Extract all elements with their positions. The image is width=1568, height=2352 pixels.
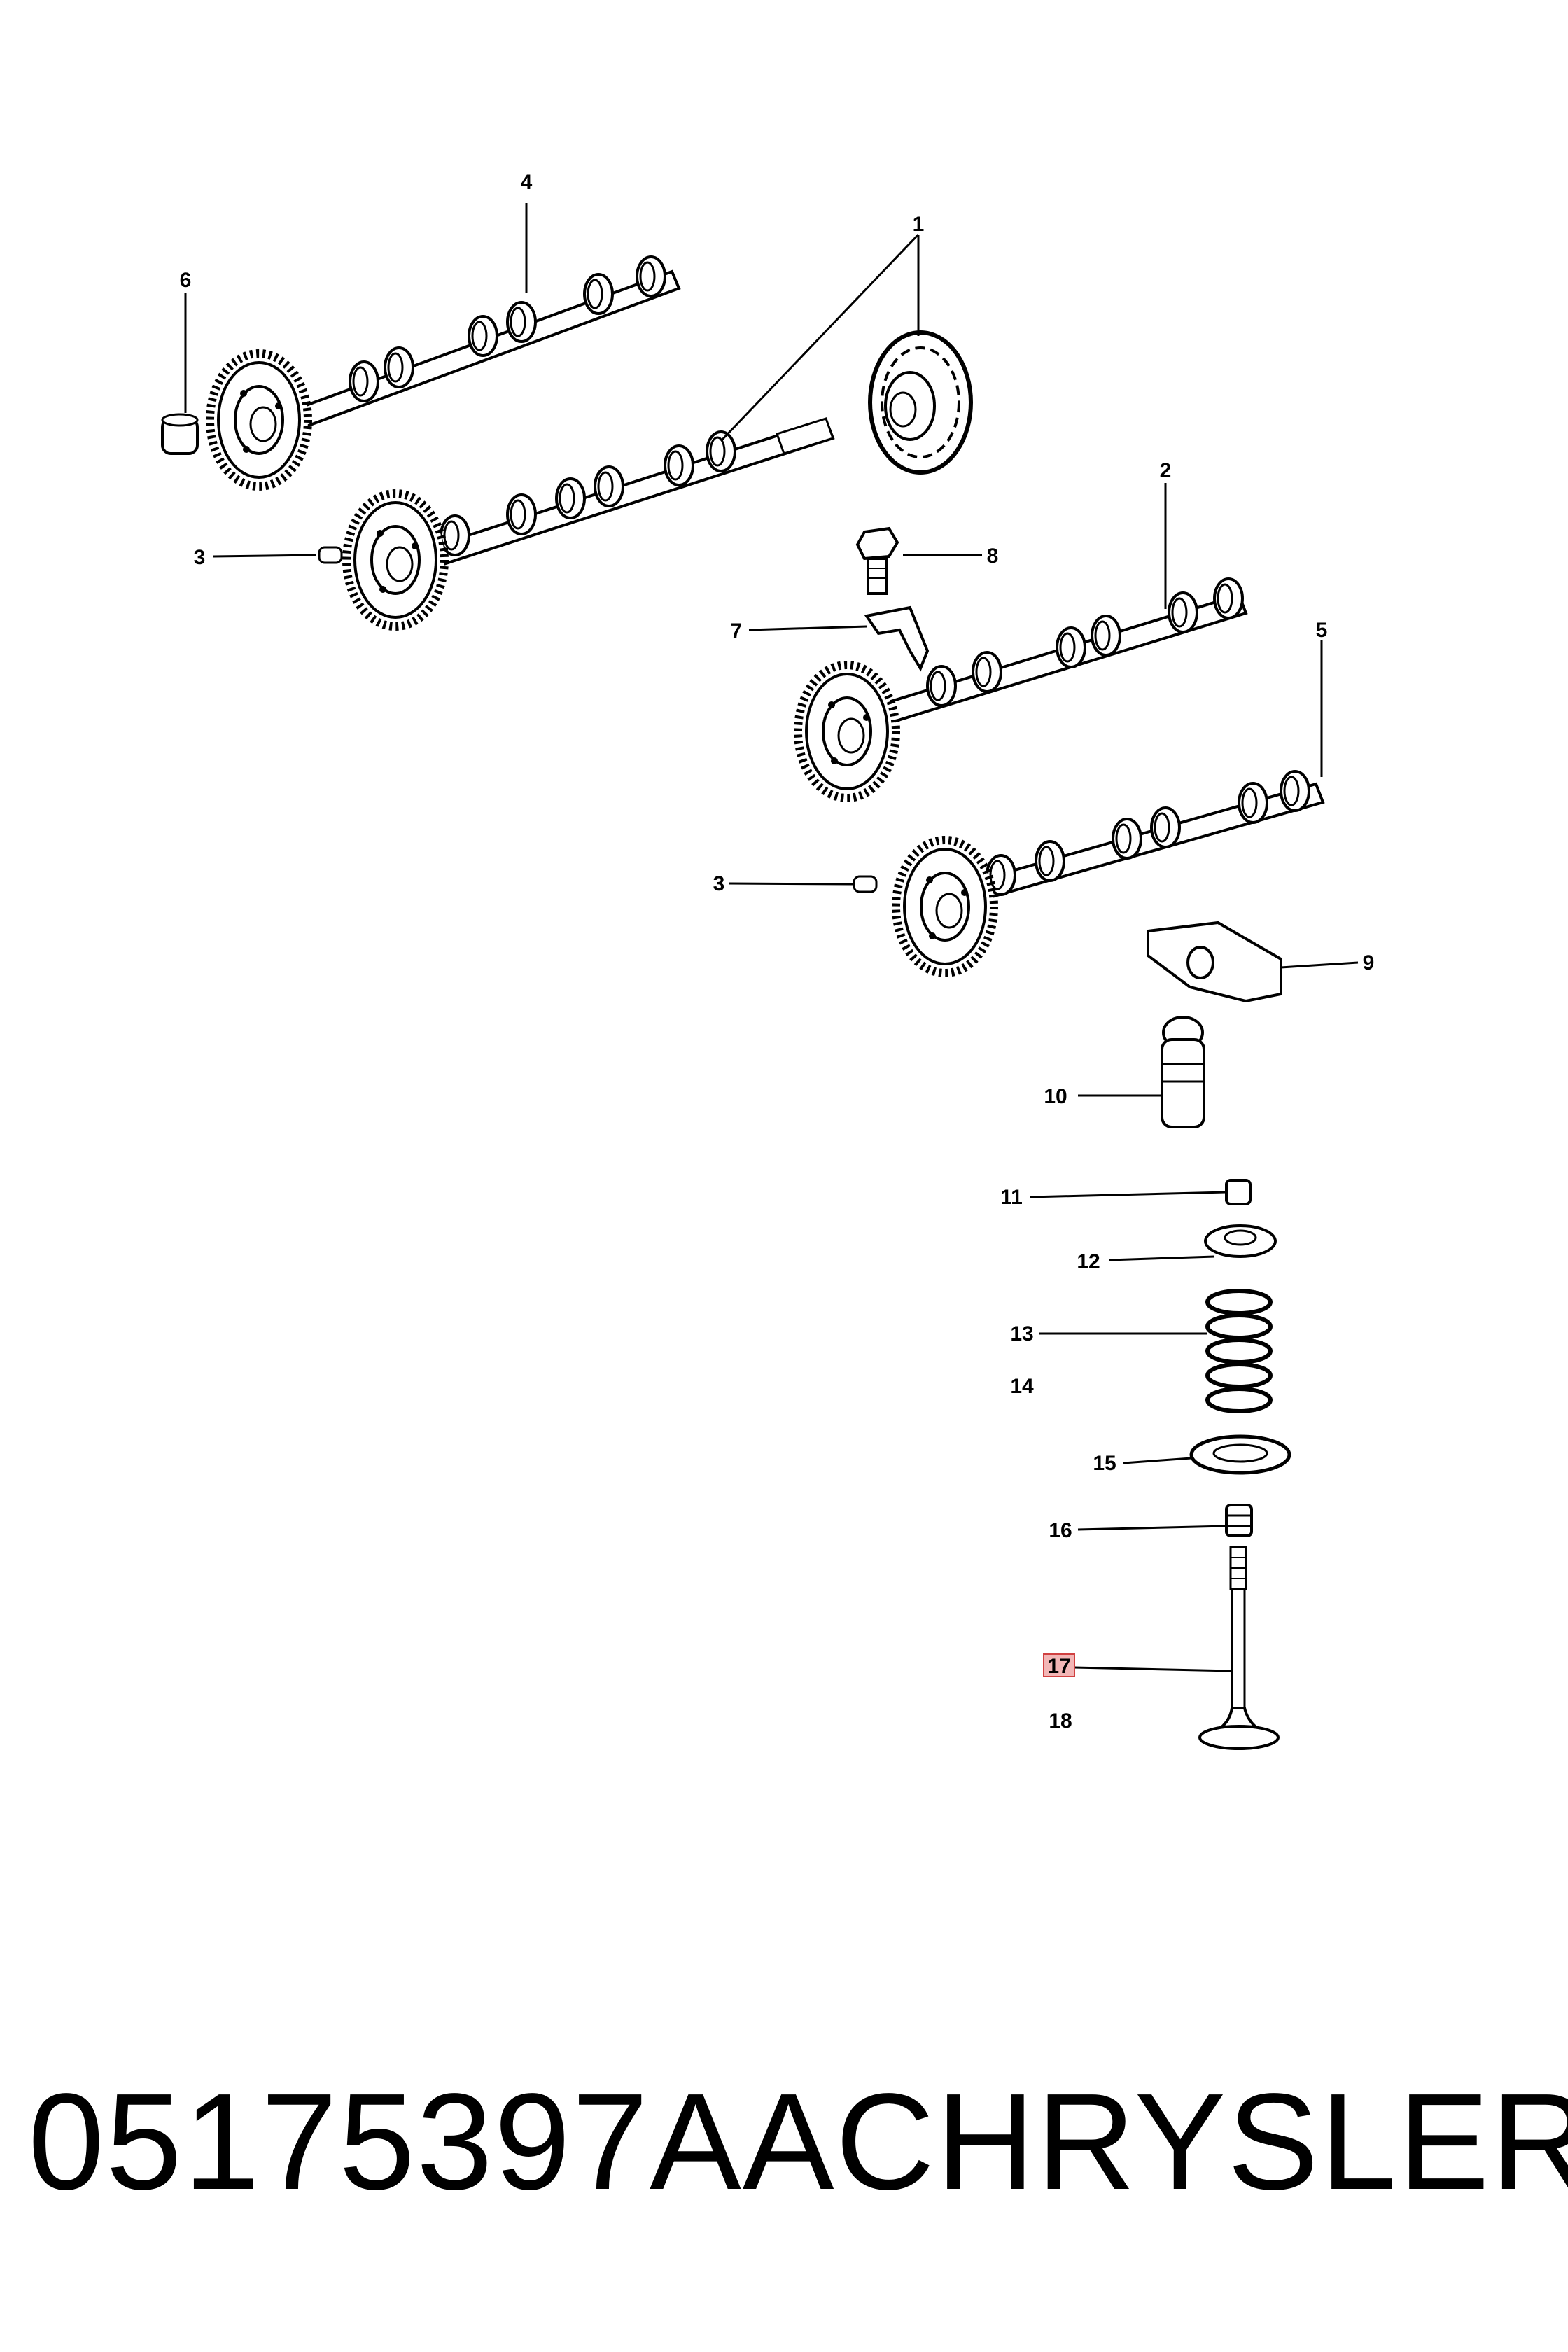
callout-15[interactable]: 15 bbox=[1093, 1452, 1116, 1475]
callout-numbers: 4 1 6 3 2 8 7 5 3 9 10 11 12 13 14 15 16… bbox=[180, 171, 1375, 1732]
footer-caption: 05175397AA CHRYSLER bbox=[28, 2065, 1568, 2218]
leader-lines bbox=[184, 203, 1359, 1672]
callout-11[interactable]: 11 bbox=[1000, 1186, 1023, 1209]
bracket-7 bbox=[864, 606, 930, 672]
valve-spring-13 bbox=[1205, 1289, 1273, 1413]
callout-14[interactable]: 14 bbox=[1010, 1375, 1034, 1398]
valve-seal-16 bbox=[1225, 1504, 1253, 1537]
camshaft-4 bbox=[210, 255, 681, 486]
part-number: 05175397AA bbox=[28, 2065, 836, 2218]
callout-2[interactable]: 2 bbox=[1160, 459, 1172, 482]
callout-9[interactable]: 9 bbox=[1363, 951, 1375, 974]
bolt-8 bbox=[855, 526, 899, 595]
callout-7[interactable]: 7 bbox=[731, 620, 743, 643]
highlight-box-17 bbox=[1043, 1653, 1075, 1677]
spring-seat-15 bbox=[1189, 1434, 1292, 1475]
callout-3-upper[interactable]: 3 bbox=[194, 546, 206, 569]
spring-retainer-12 bbox=[1204, 1224, 1277, 1258]
exploded-parts-diagram: 4 1 6 3 2 8 7 5 3 9 10 11 12 13 14 15 16… bbox=[161, 171, 1375, 1750]
camshaft-1 bbox=[346, 417, 835, 626]
lash-adjuster-10 bbox=[1161, 1016, 1205, 1128]
valve-17 bbox=[1198, 1546, 1280, 1750]
cam-phaser-gear bbox=[868, 330, 973, 475]
camshaft-2 bbox=[798, 578, 1248, 798]
rocker-arm-9 bbox=[1147, 920, 1282, 1003]
callout-5[interactable]: 5 bbox=[1316, 619, 1328, 642]
callout-17[interactable]: 17 bbox=[1047, 1655, 1070, 1678]
dowel-pin-6 bbox=[161, 413, 199, 455]
callout-1[interactable]: 1 bbox=[913, 213, 925, 236]
camshaft-5 bbox=[896, 770, 1325, 973]
dowel-pin-3-upper bbox=[318, 546, 343, 564]
brand-name: CHRYSLER bbox=[835, 2065, 1568, 2218]
callout-4[interactable]: 4 bbox=[521, 171, 533, 194]
dowel-pin-3-lower bbox=[853, 875, 878, 893]
valve-keeper-11 bbox=[1225, 1179, 1252, 1205]
callout-12[interactable]: 12 bbox=[1077, 1250, 1100, 1273]
callout-8[interactable]: 8 bbox=[987, 545, 999, 568]
callout-6[interactable]: 6 bbox=[180, 269, 192, 292]
callout-10[interactable]: 10 bbox=[1044, 1085, 1067, 1108]
callout-16[interactable]: 16 bbox=[1049, 1519, 1072, 1542]
callout-3-lower[interactable]: 3 bbox=[713, 872, 725, 895]
callout-18[interactable]: 18 bbox=[1049, 1709, 1072, 1732]
callout-13[interactable]: 13 bbox=[1010, 1322, 1033, 1345]
